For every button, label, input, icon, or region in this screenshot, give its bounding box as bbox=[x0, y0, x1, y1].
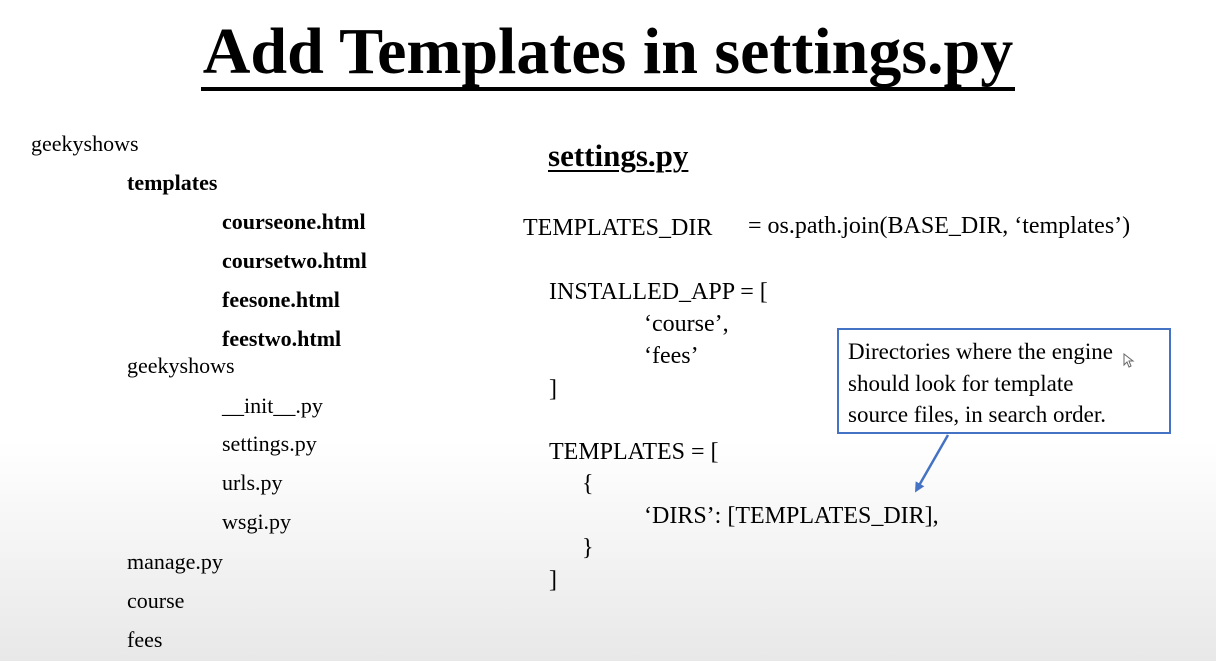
code-brace-close: } bbox=[582, 535, 594, 561]
code-templates-open: TEMPLATES = [ bbox=[549, 439, 719, 465]
tree-item-courseone: courseone.html bbox=[222, 209, 366, 234]
tree-item-manage: manage.py bbox=[127, 549, 223, 574]
tree-item-fees-app: fees bbox=[127, 627, 163, 652]
slide-title-text: Add Templates in settings.py bbox=[200, 17, 1016, 91]
tree-item-project-package: geekyshows bbox=[127, 353, 235, 378]
tree-item-templates-folder: templates bbox=[127, 170, 218, 195]
tree-item-wsgi: wsgi.py bbox=[222, 509, 292, 534]
callout-line-1: Directories where the engine bbox=[848, 339, 1114, 364]
code-app-course: ‘course’, bbox=[644, 311, 729, 337]
tree-item-feesone: feesone.html bbox=[222, 287, 340, 312]
code-templates-close: ] bbox=[549, 567, 557, 593]
callout-box: Directories where the engine should look… bbox=[837, 328, 1171, 434]
code-templates-dir-name: TEMPLATES_DIR bbox=[523, 215, 713, 241]
code-brace-open: { bbox=[582, 471, 594, 497]
callout-line-3: source files, in search order. bbox=[848, 402, 1107, 427]
tree-item-urls: urls.py bbox=[222, 470, 283, 495]
tree-item-init: __init__.py bbox=[222, 393, 323, 418]
code-app-fees: ‘fees’ bbox=[644, 343, 699, 369]
tree-item-course-app: course bbox=[127, 588, 185, 613]
settings-heading: settings.py bbox=[548, 138, 689, 173]
tree-item-feestwo: feestwo.html bbox=[222, 326, 342, 351]
code-installed-app-open: INSTALLED_APP = [ bbox=[549, 279, 768, 305]
tree-item-project-root: geekyshows bbox=[31, 131, 139, 156]
slide-title: Add Templates in settings.py bbox=[0, 14, 1216, 91]
callout-line-2: should look for template bbox=[848, 370, 1074, 396]
tree-item-settings: settings.py bbox=[222, 431, 317, 456]
code-installed-app-close: ] bbox=[549, 376, 557, 402]
tree-item-coursetwo: coursetwo.html bbox=[222, 248, 367, 273]
code-dirs-line: ‘DIRS’: [TEMPLATES_DIR], bbox=[644, 503, 939, 529]
mouse-cursor-icon bbox=[1123, 353, 1135, 368]
code-templates-dir-value: = os.path.join(BASE_DIR, ‘templates’) bbox=[748, 213, 1131, 239]
